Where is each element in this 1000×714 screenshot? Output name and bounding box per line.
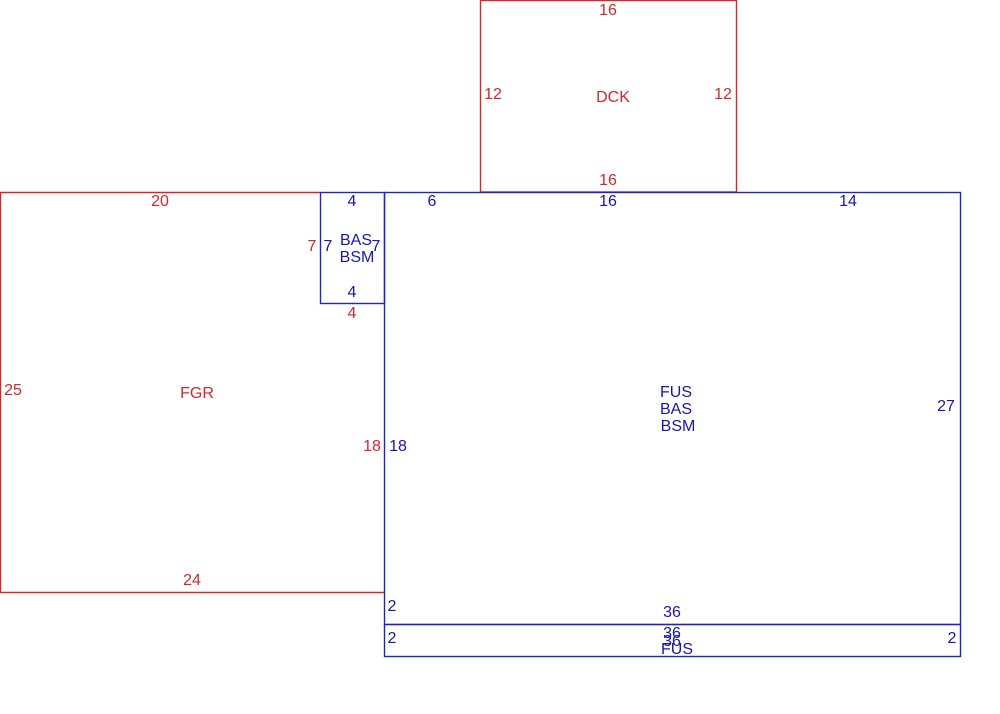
fgr-dim-right-lower: 18 [363, 438, 381, 455]
dck-dim-top: 16 [599, 2, 617, 19]
area-dck: DCK 16 12 12 16 [479, 0, 738, 193]
main-dim-left: 18 [389, 438, 407, 455]
fgr-dim-top: 20 [151, 193, 169, 210]
area-fgr: FGR 20 25 24 18 7 4 [0, 191, 385, 594]
bump-dim-left: 7 [324, 238, 333, 255]
main-dim-left-bottom: 2 [388, 598, 397, 615]
fgr-dim-notch-side: 7 [308, 238, 317, 255]
area-bump: BAS BSM 4 7 7 4 [319, 191, 386, 305]
dck-dim-bottom: 16 [599, 172, 617, 189]
main-dim-top-mid: 16 [599, 193, 617, 210]
fgr-outline [0, 191, 385, 594]
strip-dim-bottom: 36 [663, 633, 681, 650]
main-dim-right: 27 [937, 398, 955, 415]
fgr-dim-notch-bottom: 4 [348, 305, 357, 322]
bump-dim-top: 4 [348, 193, 357, 210]
strip-dim-right: 2 [948, 630, 957, 647]
main-label-line2: BAS [660, 401, 692, 418]
fgr-dim-left: 25 [4, 382, 22, 399]
strip-label: FUS [661, 641, 693, 658]
area-strip: 36 36 FUS 2 2 [383, 623, 962, 658]
strip-outline [383, 623, 962, 658]
main-dim-bottom: 36 [663, 604, 681, 621]
dck-dim-left: 12 [484, 86, 502, 103]
main-dim-top-left: 6 [428, 193, 437, 210]
main-label-line3: BSM [661, 418, 696, 435]
dck-label: DCK [596, 89, 630, 106]
bump-dim-right: 7 [372, 238, 381, 255]
area-main: FUS BAS BSM 6 16 14 27 18 36 2 [383, 191, 962, 626]
main-dim-top-right: 14 [839, 193, 857, 210]
fgr-dim-bottom: 24 [183, 572, 201, 589]
bump-label-line1: BAS [340, 232, 372, 249]
strip-dim-left: 2 [388, 630, 397, 647]
strip-dim-top: 36 [663, 625, 681, 642]
bump-label-line2: BSM [340, 249, 375, 266]
bump-dim-bottom: 4 [348, 284, 357, 301]
main-label-line1: FUS [660, 384, 692, 401]
dck-dim-right: 12 [714, 86, 732, 103]
fgr-label: FGR [180, 385, 214, 402]
